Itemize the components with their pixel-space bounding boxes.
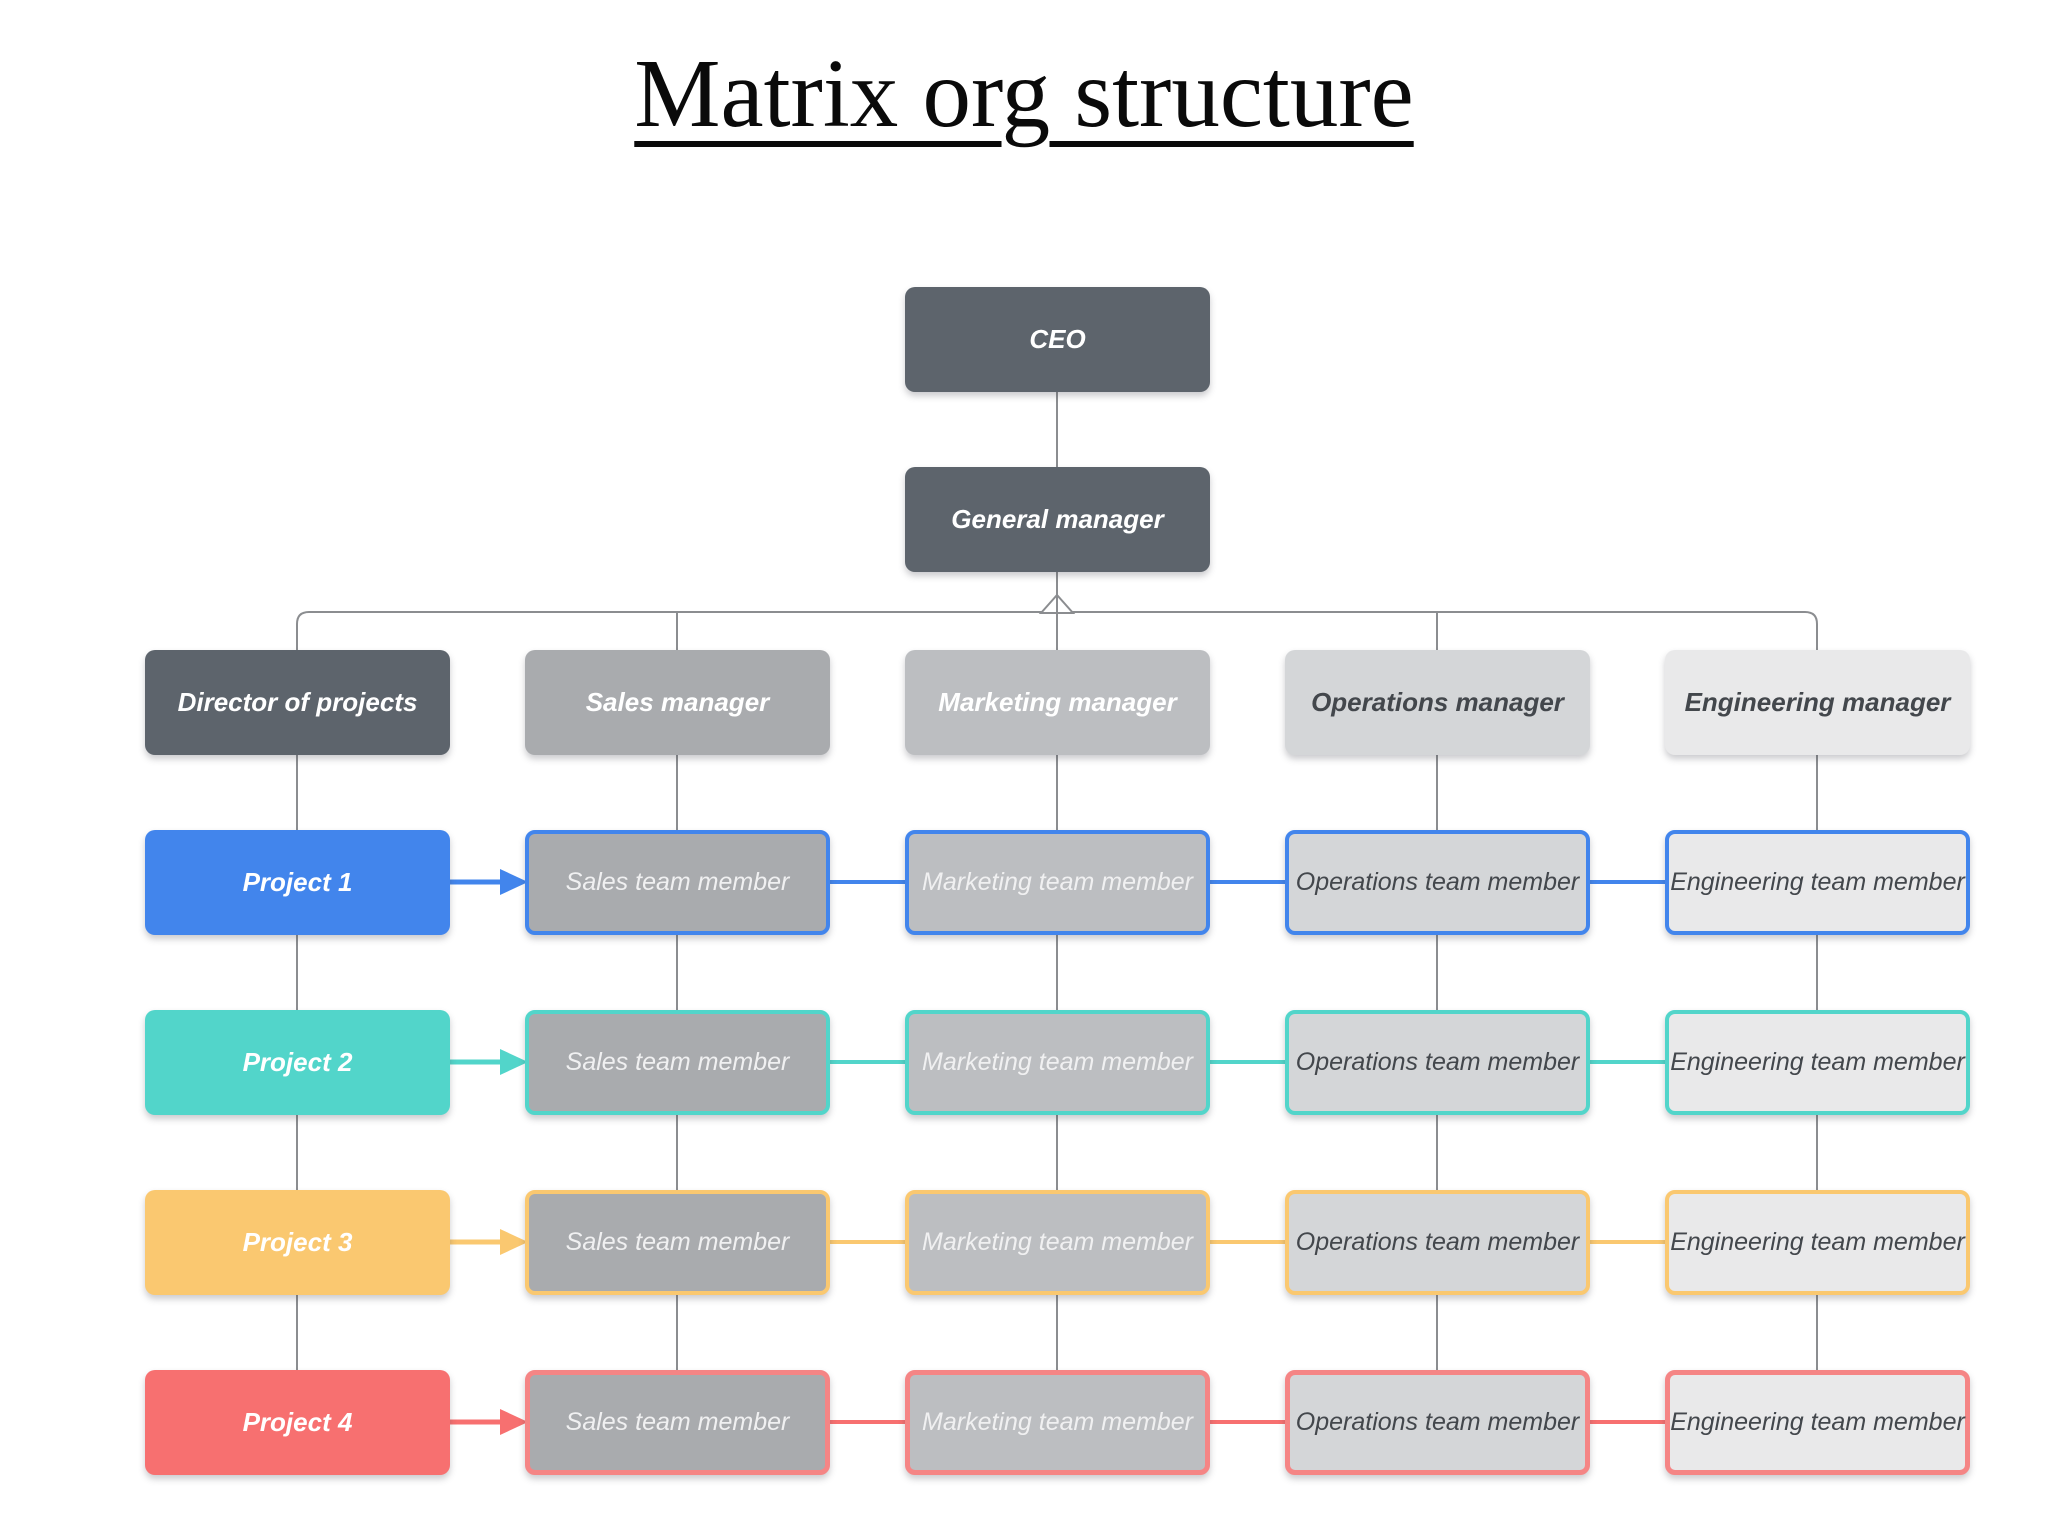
node-project-3[interactable]: Project 3 xyxy=(145,1190,450,1295)
node-project-1[interactable]: Project 1 xyxy=(145,830,450,935)
arrowhead-project3 xyxy=(500,1229,528,1255)
node-engineering-team-member-row1[interactable]: Engineering team member xyxy=(1665,830,1970,935)
node-general-manager[interactable]: General manager xyxy=(905,467,1210,572)
node-marketing-team-member-row1[interactable]: Marketing team member xyxy=(905,830,1210,935)
node-engineering-team-member-row2[interactable]: Engineering team member xyxy=(1665,1010,1970,1115)
node-engineering-team-member-row3[interactable]: Engineering team member xyxy=(1665,1190,1970,1295)
node-ceo[interactable]: CEO xyxy=(905,287,1210,392)
node-manager-sales[interactable]: Sales manager xyxy=(525,650,830,755)
node-project-4[interactable]: Project 4 xyxy=(145,1370,450,1475)
node-marketing-team-member-row3[interactable]: Marketing team member xyxy=(905,1190,1210,1295)
node-manager-engineering[interactable]: Engineering manager xyxy=(1665,650,1970,755)
arrowhead-project1 xyxy=(500,869,528,895)
node-sales-team-member-row2[interactable]: Sales team member xyxy=(525,1010,830,1115)
node-operations-team-member-row3[interactable]: Operations team member xyxy=(1285,1190,1590,1295)
node-sales-team-member-row1[interactable]: Sales team member xyxy=(525,830,830,935)
node-sales-team-member-row4[interactable]: Sales team member xyxy=(525,1370,830,1475)
node-project-2[interactable]: Project 2 xyxy=(145,1010,450,1115)
node-manager-operations[interactable]: Operations manager xyxy=(1285,650,1590,755)
node-sales-team-member-row3[interactable]: Sales team member xyxy=(525,1190,830,1295)
page-title: Matrix org structure xyxy=(634,40,1414,147)
node-operations-team-member-row2[interactable]: Operations team member xyxy=(1285,1010,1590,1115)
node-marketing-team-member-row2[interactable]: Marketing team member xyxy=(905,1010,1210,1115)
node-marketing-team-member-row4[interactable]: Marketing team member xyxy=(905,1370,1210,1475)
node-manager-marketing[interactable]: Marketing manager xyxy=(905,650,1210,755)
node-engineering-team-member-row4[interactable]: Engineering team member xyxy=(1665,1370,1970,1475)
node-operations-team-member-row4[interactable]: Operations team member xyxy=(1285,1370,1590,1475)
arrowhead-project4 xyxy=(500,1409,528,1435)
node-operations-team-member-row1[interactable]: Operations team member xyxy=(1285,830,1590,935)
node-manager-director-of-projects[interactable]: Director of projects xyxy=(145,650,450,755)
arrowhead-project2 xyxy=(500,1049,528,1075)
